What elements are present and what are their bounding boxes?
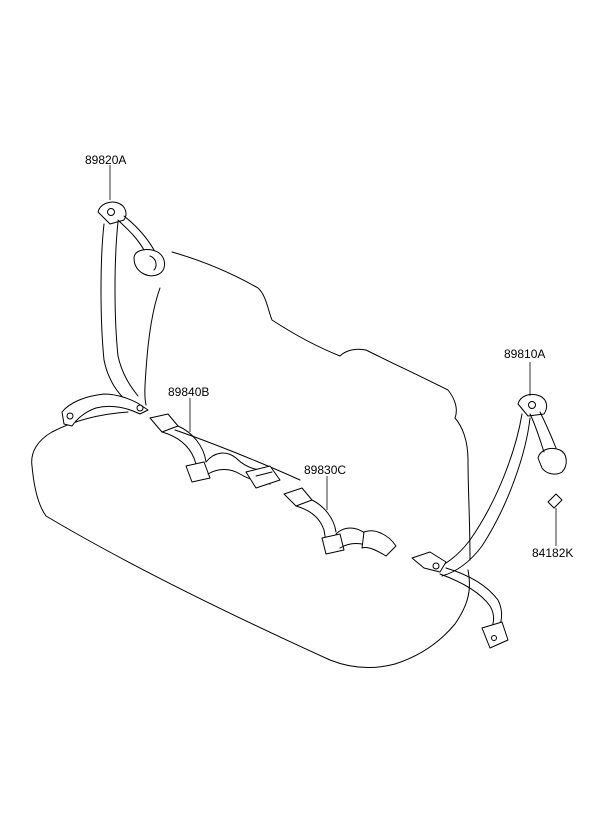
buckle-89840b: [149, 413, 281, 489]
leader-lines: [109, 165, 557, 546]
belt-89820a: [61, 201, 165, 427]
label-89830c: 89830C: [304, 463, 346, 477]
label-89820a: 89820A: [85, 153, 126, 167]
rear-seat-back: [144, 251, 471, 561]
rear-seat-cushion: [31, 411, 470, 668]
belt-89810a: [411, 393, 567, 649]
label-89810a: 89810A: [504, 347, 545, 361]
label-84182k: 84182K: [532, 546, 573, 560]
buckle-89830c: [283, 487, 397, 557]
label-89840b: 89840B: [168, 385, 209, 399]
bushing-84182k: [547, 493, 563, 509]
